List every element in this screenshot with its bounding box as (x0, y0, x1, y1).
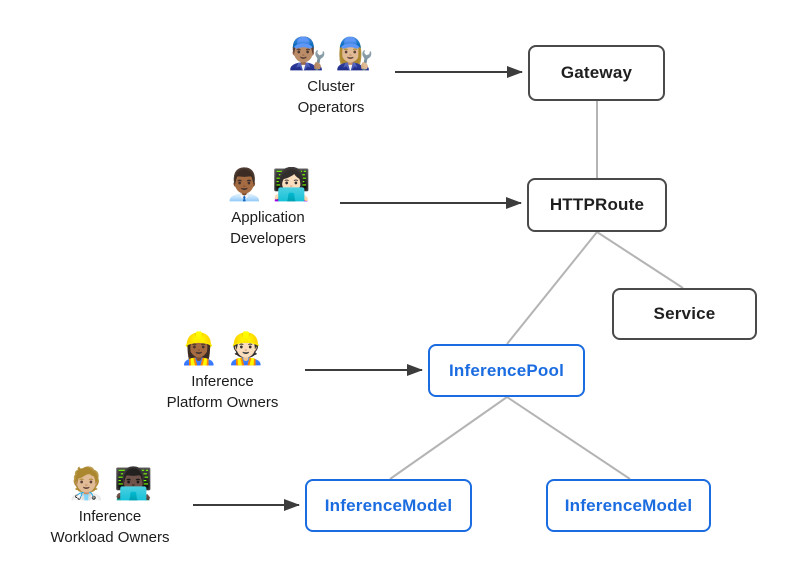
edge-inferencepool-inferencemodel-left (389, 396, 508, 480)
node-inferencemodel-left-label: InferenceModel (324, 495, 453, 515)
node-httproute[interactable]: HTTPRoute (527, 178, 667, 232)
edge-httproute-inferencepool (506, 231, 598, 345)
application-developers-emoji: 👨🏾‍💼 👩🏻‍💻 (225, 167, 311, 202)
application-developers-label: Application Developers (230, 209, 306, 247)
edge-inferencepool-inferencemodel-right (506, 396, 631, 480)
cluster-operators-label: Cluster Operators (297, 78, 365, 116)
node-inferencepool-label: InferencePool (448, 360, 565, 380)
node-gateway[interactable]: Gateway (528, 45, 665, 101)
node-inferencemodel-right-label: InferenceModel (564, 495, 693, 515)
persona-application-developers: 👨🏾‍💼 👩🏻‍💻 Application Developers (188, 165, 348, 249)
persona-inference-workload-owners: 🧑🏼‍⚕️ 👨🏿‍💻 Inference Workload Owners (25, 464, 195, 548)
cluster-operators-emoji: 👨🏽‍🔧 👩🏼‍🔧 (288, 36, 374, 71)
node-httproute-label: HTTPRoute (549, 195, 645, 214)
node-service[interactable]: Service (612, 288, 757, 340)
node-inferencemodel-left[interactable]: InferenceModel (305, 479, 472, 532)
node-inferencepool[interactable]: InferencePool (428, 344, 585, 397)
inference-workload-owners-emoji: 🧑🏼‍⚕️ 👨🏿‍💻 (67, 466, 153, 501)
edge-httproute-service (596, 231, 684, 289)
inference-platform-owners-emoji: 👷🏾‍♀️ 👷🏻 (179, 331, 266, 366)
node-gateway-label: Gateway (560, 63, 633, 82)
persona-inference-platform-owners: 👷🏾‍♀️ 👷🏻 Inference Platform Owners (135, 329, 310, 413)
inference-platform-owners-label: Inference Platform Owners (166, 373, 279, 411)
node-inferencemodel-right[interactable]: InferenceModel (546, 479, 711, 532)
inference-workload-owners-label: Inference Workload Owners (50, 508, 170, 546)
persona-cluster-operators: 👨🏽‍🔧 👩🏼‍🔧 Cluster Operators (251, 34, 411, 118)
node-service-label: Service (653, 304, 716, 323)
